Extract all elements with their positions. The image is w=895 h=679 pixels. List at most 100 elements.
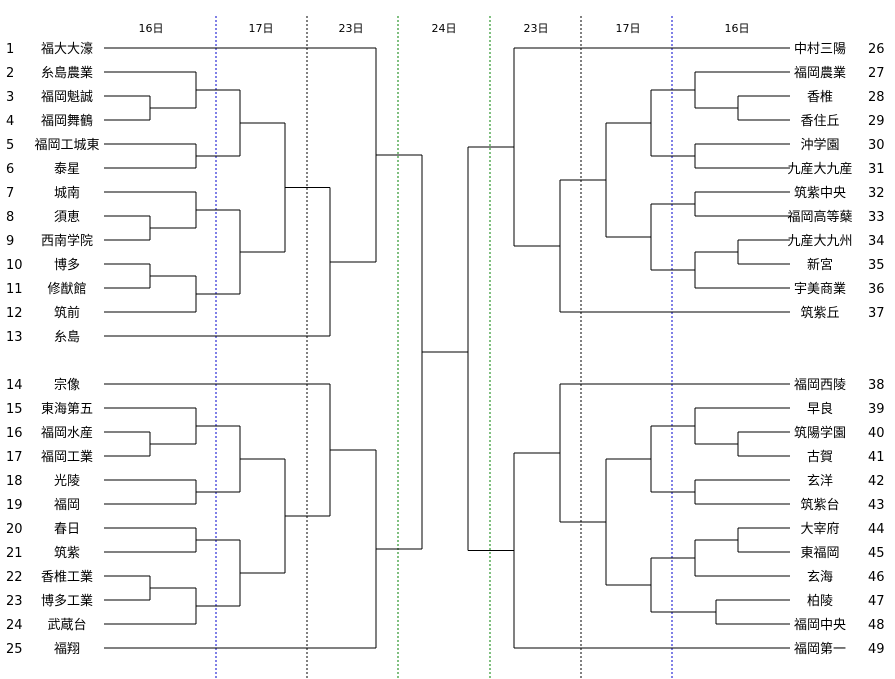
team-name: 筑紫丘 xyxy=(800,305,839,321)
team-name: 西南学院 xyxy=(41,233,93,249)
team-number: 14 xyxy=(6,378,23,393)
team-name: 玄洋 xyxy=(807,474,833,489)
team-number: 15 xyxy=(6,402,23,417)
team-name: 九産大九州 xyxy=(787,233,852,249)
team-name: 福岡中央 xyxy=(794,618,846,633)
team-number: 39 xyxy=(868,402,885,417)
team-number: 49 xyxy=(868,642,885,657)
team-number: 47 xyxy=(868,594,885,609)
team-number: 8 xyxy=(6,210,14,225)
team-number: 25 xyxy=(6,642,23,657)
team-name: 香椎工業 xyxy=(41,569,93,585)
team-name: 玄海 xyxy=(807,570,833,585)
team-name: 大宰府 xyxy=(800,521,839,537)
team-number: 29 xyxy=(868,114,885,129)
team-name: 福岡高等蘖 xyxy=(787,209,852,225)
team-name: 筑陽学園 xyxy=(794,425,846,441)
team-name: 泰星 xyxy=(54,162,80,177)
header-center-24: 24日 xyxy=(432,22,457,35)
team-number: 6 xyxy=(6,162,14,177)
team-number: 32 xyxy=(868,186,885,201)
team-number: 23 xyxy=(6,594,23,609)
team-number: 31 xyxy=(868,162,885,177)
team-name: 香椎 xyxy=(807,90,833,105)
team-name: 福岡第一 xyxy=(794,642,846,657)
team-number: 18 xyxy=(6,474,23,489)
team-name: 筑紫台 xyxy=(800,497,839,513)
team-name: 糸島 xyxy=(54,330,80,345)
team-name: 福岡舞鶴 xyxy=(41,113,93,129)
team-name: 糸島農業 xyxy=(41,65,93,81)
team-name: 修猷館 xyxy=(47,282,86,297)
team-number: 40 xyxy=(868,426,885,441)
team-number: 11 xyxy=(6,282,23,297)
header-left-16: 16日 xyxy=(139,22,164,35)
team-name: 福岡水産 xyxy=(41,425,93,441)
team-name: 宇美商業 xyxy=(794,281,846,297)
team-number: 34 xyxy=(868,234,885,249)
team-name: 福翔 xyxy=(54,642,80,657)
team-name: 城南 xyxy=(54,185,80,201)
team-number: 35 xyxy=(868,258,885,273)
team-name: 中村三陽 xyxy=(794,42,846,57)
team-name: 東海第五 xyxy=(41,401,93,417)
team-name: 早良 xyxy=(807,401,833,417)
team-name: 東福岡 xyxy=(800,545,839,561)
team-number: 30 xyxy=(868,138,885,153)
left-team-list: 1 福大大濠 2 糸島農業 3 福岡魁誠 4 福岡舞鶴 5 福岡工城東 6 泰星 7 城南 8 須恵 9 西南学院… xyxy=(6,41,100,657)
team-number: 16 xyxy=(6,426,23,441)
team-number: 27 xyxy=(868,66,885,81)
day-dividers xyxy=(215,16,673,679)
team-name: 福岡西陵 xyxy=(794,378,846,393)
team-number: 45 xyxy=(868,546,885,561)
team-name: 香住丘 xyxy=(800,114,839,129)
team-number: 3 xyxy=(6,90,14,105)
team-name: 福岡工城東 xyxy=(34,137,99,153)
header-right-23: 23日 xyxy=(524,22,549,35)
team-number: 38 xyxy=(868,378,885,393)
team-number: 10 xyxy=(6,258,23,273)
team-number: 26 xyxy=(868,42,885,57)
team-name: 柏陵 xyxy=(807,594,833,609)
day-headers: 16日 17日 23日 24日 23日 17日 16日 xyxy=(139,22,750,35)
team-name: 博多 xyxy=(54,257,80,273)
team-number: 36 xyxy=(868,282,885,297)
team-number: 20 xyxy=(6,522,23,537)
team-name: 筑紫中央 xyxy=(794,185,846,201)
team-name: 春日 xyxy=(54,522,80,537)
team-name: 古賀 xyxy=(807,450,833,465)
team-number: 2 xyxy=(6,66,14,81)
header-left-23: 23日 xyxy=(339,22,364,35)
team-number: 33 xyxy=(868,210,885,225)
team-name: 沖学園 xyxy=(800,137,839,153)
team-name: 須恵 xyxy=(54,210,80,225)
team-number: 42 xyxy=(868,474,885,489)
team-name: 福岡 xyxy=(54,498,80,513)
team-number: 37 xyxy=(868,306,885,321)
team-number: 9 xyxy=(6,234,14,249)
team-name: 九産大九産 xyxy=(787,161,852,177)
team-name: 筑前 xyxy=(54,305,80,321)
team-number: 4 xyxy=(6,114,14,129)
team-name: 新宮 xyxy=(807,257,833,273)
team-number: 7 xyxy=(6,186,14,201)
team-number: 43 xyxy=(868,498,885,513)
team-number: 19 xyxy=(6,498,23,513)
team-name: 筑紫 xyxy=(54,545,80,561)
team-number: 1 xyxy=(6,42,14,57)
team-name: 福岡工業 xyxy=(41,449,93,465)
team-name: 福岡魁誠 xyxy=(41,89,93,105)
team-name: 光陵 xyxy=(54,474,80,489)
team-name: 福大大濠 xyxy=(41,41,93,57)
team-name: 博多工業 xyxy=(41,593,93,609)
team-number: 5 xyxy=(6,138,14,153)
team-number: 41 xyxy=(868,450,885,465)
team-number: 22 xyxy=(6,570,23,585)
team-number: 48 xyxy=(868,618,885,633)
team-number: 12 xyxy=(6,306,23,321)
team-number: 24 xyxy=(6,618,23,633)
team-number: 44 xyxy=(868,522,885,537)
header-right-17: 17日 xyxy=(616,22,641,35)
team-number: 46 xyxy=(868,570,885,585)
